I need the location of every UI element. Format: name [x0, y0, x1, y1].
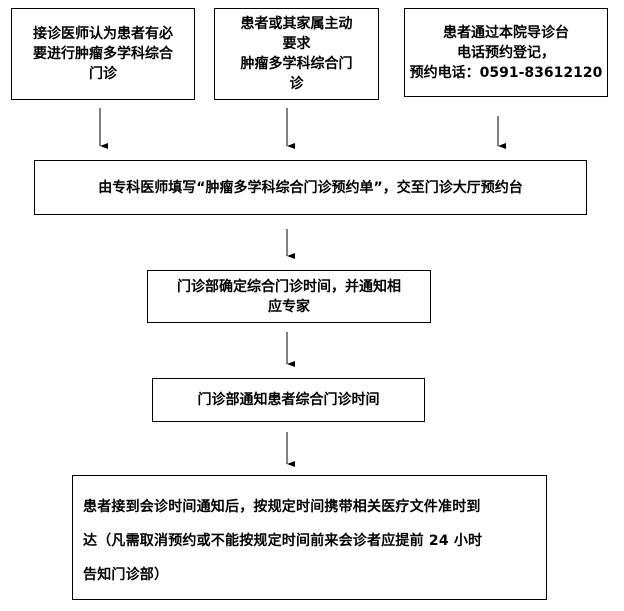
patient-request-box: 患者或其家属主动 要求 肿瘤多学科综合门 诊: [214, 8, 379, 100]
box-f-line-1: 门诊部通知患者综合门诊时间: [197, 392, 380, 408]
fill-appointment-form-box: 由专科医师填写“肿瘤多学科综合门诊预约单”，交至门诊大厅预约台: [34, 160, 587, 215]
box-e-line-1: 门诊部确定综合门诊时间，并通知相: [177, 278, 401, 295]
box-b-line-1: 患者或其家属主动: [240, 16, 353, 32]
box-c-line-3: 预约电话：0591-83612120: [409, 64, 603, 81]
box-b-line-2: 要求: [282, 36, 311, 52]
box-d-line-1: 由专科医师填写“肿瘤多学科综合门诊预约单”，交至门诊大厅预约台: [98, 179, 523, 196]
box-g-line-1: 患者接到会诊时间通知后，按规定时间携带相关医疗文件准时到: [83, 499, 481, 515]
box-a-line-3: 门诊: [89, 66, 117, 82]
box-a-line-2: 要进行肿瘤多学科综合: [33, 46, 173, 62]
box-b-line-4: 诊: [289, 76, 304, 92]
confirm-clinic-time-box: 门诊部确定综合门诊时间，并通知相 应专家: [147, 270, 431, 323]
box-c-line-1: 患者通过本院导诊台: [443, 24, 569, 41]
box-c-line-2: 电话预约登记，: [457, 44, 555, 61]
phone-booking-box: 患者通过本院导诊台 电话预约登记， 预约电话：0591-83612120: [404, 8, 608, 97]
box-a-line-1: 接诊医师认为患者有必: [33, 26, 173, 42]
box-g-line-2: 达（凡需取消预约或不能按规定时间前来会诊者应提前 24 小时: [83, 533, 483, 549]
notify-patient-box: 门诊部通知患者综合门诊时间: [152, 378, 425, 422]
referral-by-physician-box: 接诊医师认为患者有必 要进行肿瘤多学科综合 门诊: [11, 8, 195, 100]
box-e-line-2: 应专家: [268, 298, 310, 315]
box-g-line-3: 告知门诊部）: [83, 567, 169, 583]
box-b-line-3: 肿瘤多学科综合门: [240, 56, 353, 72]
patient-attend-box: 患者接到会诊时间通知后，按规定时间携带相关医疗文件准时到 达（凡需取消预约或不能…: [72, 475, 547, 600]
